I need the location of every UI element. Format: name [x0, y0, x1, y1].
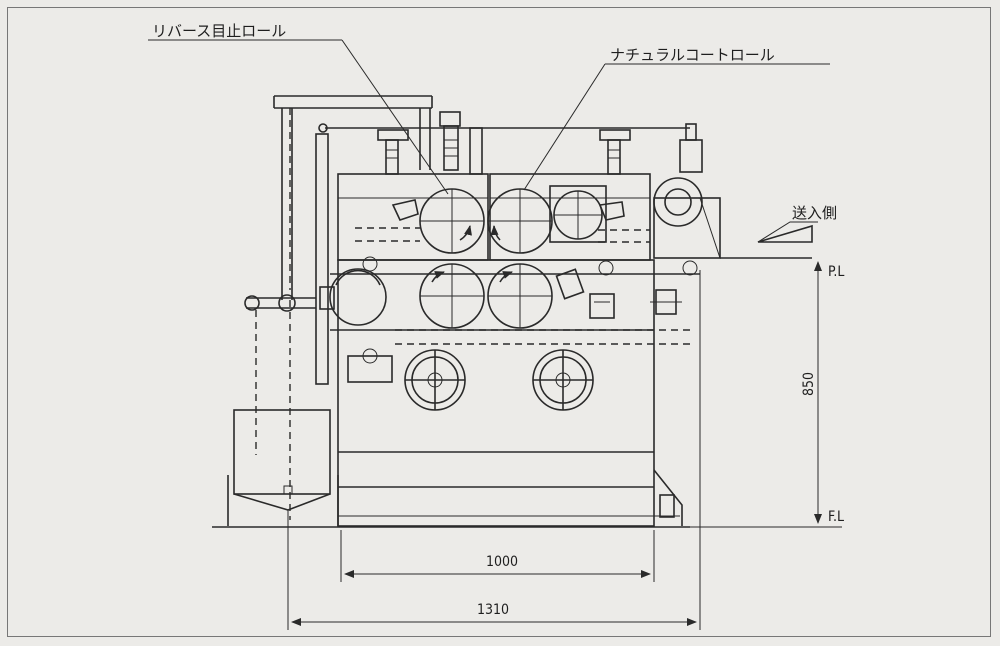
feed-motor [653, 177, 812, 259]
drawing-frame [7, 7, 991, 637]
label-leaders [148, 39, 830, 243]
upper-rolls [419, 185, 607, 254]
lower-rolls [419, 263, 615, 329]
inner-width-value: 1000 [486, 554, 518, 570]
width-dimensions [287, 270, 701, 630]
piping [244, 95, 433, 385]
handwheels [347, 289, 682, 411]
pass-line-label: P.L [828, 264, 844, 280]
drive-motor [319, 268, 387, 326]
adjusting-screws [325, 111, 703, 175]
hidden-lines [255, 108, 690, 520]
height-dimension-value: 850 [801, 372, 817, 396]
natural-coat-roll-label: ナチュラルコートロール [610, 46, 775, 64]
floor-line-label: F.L [828, 509, 844, 525]
blade-fixtures [362, 199, 698, 276]
overall-width-value: 1310 [477, 602, 509, 618]
height-dimension [690, 261, 842, 528]
reverse-roll-label: リバース目止ロール [152, 22, 286, 40]
machine-body [330, 173, 700, 527]
feed-side-label: 送入側 [792, 204, 837, 222]
coating-tank [227, 409, 339, 526]
